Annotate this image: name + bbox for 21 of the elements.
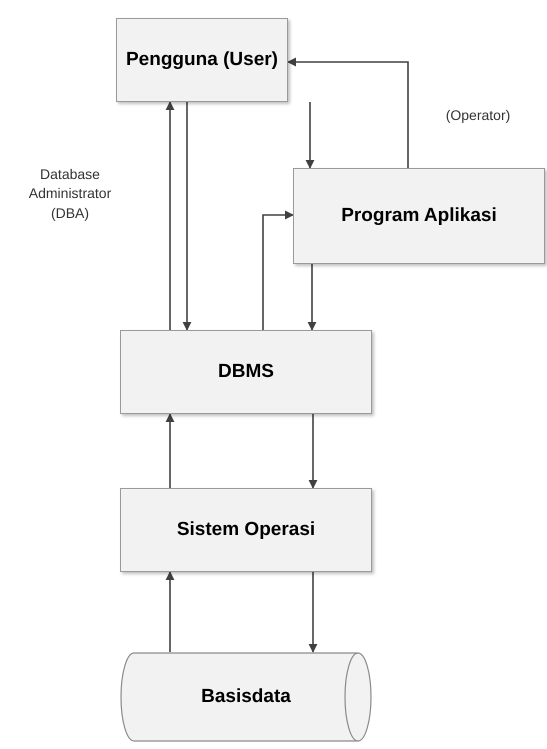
node-label: Sistem Operasi [176, 518, 316, 542]
process-box [120, 488, 372, 572]
note-text: Database Administrator (DBA) [28, 165, 112, 223]
arrow [308, 264, 316, 331]
node-label: Pengguna (User) [126, 48, 278, 72]
arrow [306, 102, 314, 169]
arrow [308, 572, 318, 653]
arrow [262, 210, 294, 330]
process-box [293, 168, 545, 264]
node-label: Basisdata [201, 685, 291, 709]
node-label: Program Aplikasi [341, 204, 497, 228]
note-text: (Operator) [444, 106, 512, 125]
arrow [166, 571, 174, 652]
arrow [166, 101, 174, 330]
arrow [287, 58, 409, 168]
arrow [182, 102, 192, 331]
process-box [120, 330, 372, 414]
arrow [166, 413, 174, 488]
node-label: DBMS [218, 360, 274, 384]
process-box [116, 18, 288, 102]
arrow [308, 414, 318, 489]
